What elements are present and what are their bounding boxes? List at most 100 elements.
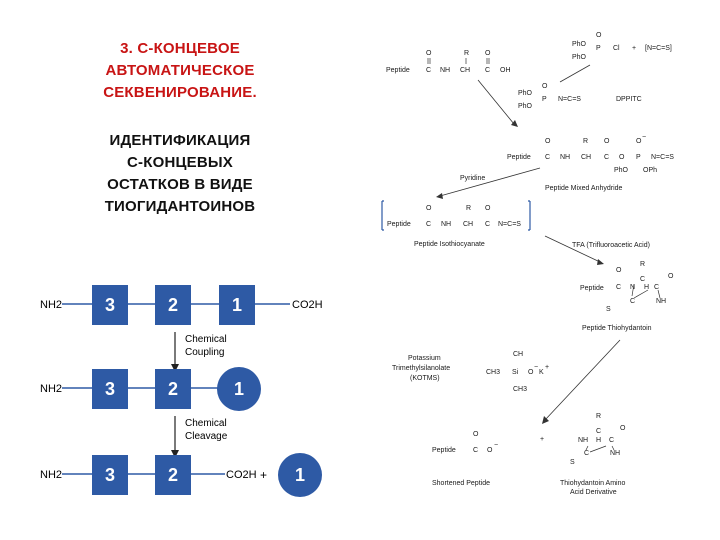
residue-box	[155, 369, 191, 409]
arrow-head	[542, 416, 549, 424]
atom: O	[619, 154, 625, 161]
peptide-label: Peptide	[432, 447, 456, 454]
atom: C	[616, 284, 621, 291]
bonds	[427, 58, 490, 64]
bracket	[381, 200, 531, 231]
compound-label: Peptide Isothiocyanate	[414, 241, 485, 248]
plus-sign: +	[632, 45, 636, 52]
atom: O	[473, 431, 479, 438]
title-line: АВТОМАТИЧЕСКОЕ	[105, 62, 255, 79]
atom: N	[630, 284, 635, 291]
residue-box	[92, 369, 128, 409]
atom: R	[466, 205, 471, 212]
atom: C	[609, 437, 614, 444]
compound-label: Peptide Mixed Anhydride	[545, 185, 623, 192]
nh2-label: NH2	[40, 469, 62, 481]
compound-label: Acid Derivative	[570, 489, 617, 496]
atom: C	[630, 298, 635, 305]
atom: O	[426, 50, 432, 57]
atom: PhO	[572, 41, 587, 48]
derivatized-residue	[217, 367, 261, 411]
atom: O	[485, 50, 491, 57]
atom: NH	[560, 154, 570, 161]
peptide-label: Peptide	[386, 67, 410, 74]
atom: CH3	[486, 369, 500, 376]
atom: O	[545, 138, 551, 145]
title-black-block: ИДЕНТИФИКАЦИЯ С-КОНЦЕВЫХ ОСТАТКОВ В ВИДЕ…	[60, 130, 300, 218]
reaction-arrow	[559, 64, 591, 83]
atom: NH	[440, 67, 450, 74]
residue-box	[92, 455, 128, 495]
atom: OPh	[643, 167, 657, 174]
atom: PhO	[518, 90, 533, 97]
atom: R	[640, 261, 645, 268]
atom: Cl	[613, 45, 620, 52]
atom: C	[485, 67, 490, 74]
compound-label: Shortened Peptide	[432, 480, 490, 487]
atom: P	[636, 154, 641, 161]
reagent-label: TFA (Trifluoroacetic Acid)	[572, 242, 650, 249]
title-line: ОСТАТКОВ В ВИДЕ	[107, 176, 253, 193]
atom: CH	[460, 67, 470, 74]
compound-label: Peptide Thiohydantoin	[582, 325, 652, 332]
reaction-arrow	[439, 167, 541, 197]
atom: PhO	[614, 167, 629, 174]
atom: PhO	[572, 54, 587, 61]
atom: C	[604, 154, 609, 161]
charge: −	[534, 364, 538, 371]
residue-box	[155, 455, 191, 495]
atom: S	[570, 459, 575, 466]
reagent-label: DPPITC	[616, 96, 642, 103]
atom: P	[596, 45, 601, 52]
atom: P	[542, 96, 547, 103]
atom: R	[583, 138, 588, 145]
atom: R	[464, 50, 469, 57]
atom: CH	[463, 221, 473, 228]
atom: C	[584, 450, 589, 457]
atom: K	[539, 369, 544, 376]
atom: O	[668, 273, 674, 280]
atom: NH	[656, 298, 666, 305]
charge: −	[642, 134, 646, 141]
atom: O	[542, 83, 548, 90]
title-line: 3. С-КОНЦЕВОЕ	[120, 40, 240, 57]
atom: N=C=S	[498, 221, 521, 228]
arrow-head	[436, 193, 443, 199]
co2h-label: CO2H	[226, 469, 257, 481]
atom: C	[426, 221, 431, 228]
atom: O	[528, 369, 534, 376]
reagent-label: Trimethylsilanolate	[392, 365, 450, 372]
atom: CH3	[513, 386, 527, 393]
atom: NH	[578, 437, 588, 444]
atom: S	[606, 306, 611, 313]
nh2-label: NH2	[40, 383, 62, 395]
atom: R	[596, 413, 601, 420]
atom: H	[644, 284, 649, 291]
step-label: Coupling	[185, 347, 224, 358]
reaction-arrow	[477, 79, 515, 125]
residue-number: 1	[234, 379, 244, 399]
atom: PhO	[518, 103, 533, 110]
atom: C	[426, 67, 431, 74]
atom: C	[473, 447, 478, 454]
plus-sign: +	[540, 436, 544, 443]
arrow-head	[171, 364, 179, 372]
step-label: Chemical	[185, 418, 227, 429]
atom: C	[485, 221, 490, 228]
title-red-block: 3. С-КОНЦЕВОЕ АВТОМАТИЧЕСКОЕ СЕКВЕНИРОВА…	[60, 38, 300, 104]
compound-label: Thiohydantoin Amino	[560, 480, 625, 487]
atom: O	[616, 267, 622, 274]
title-line: С-КОНЦЕВЫХ	[127, 154, 233, 171]
atom: C	[640, 276, 645, 283]
residue-number: 3	[105, 465, 115, 485]
residue-number: 1	[295, 465, 305, 485]
atom: Si	[512, 369, 519, 376]
atom: O	[604, 138, 610, 145]
reaction-arrow	[544, 339, 621, 421]
arrow-head	[511, 120, 518, 127]
arrow-head	[171, 450, 179, 458]
peptide-label: Peptide	[507, 154, 531, 161]
atom: CH	[513, 351, 523, 358]
